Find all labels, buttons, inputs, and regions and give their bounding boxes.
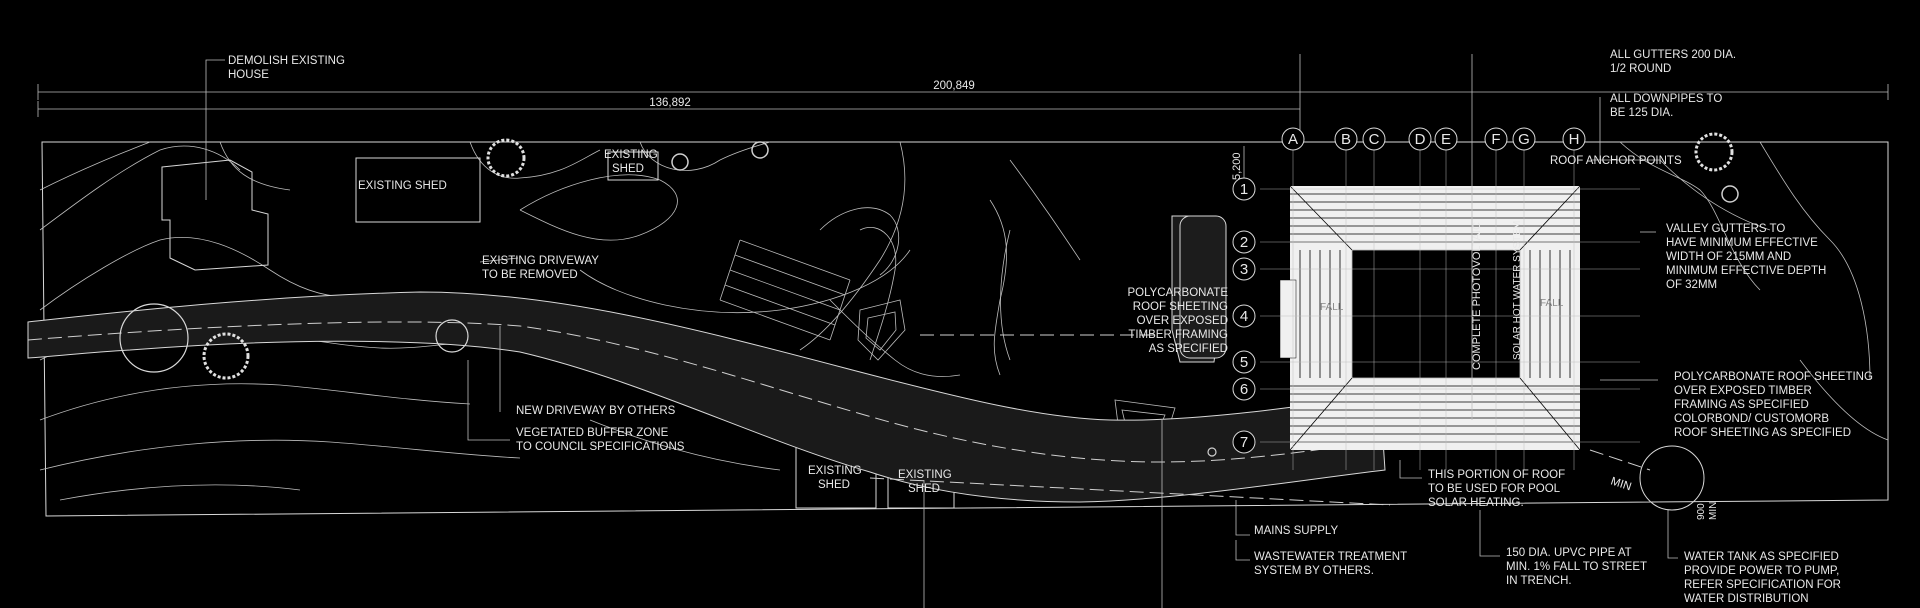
label-solar-3: SOLAR HEATING.: [1428, 497, 1524, 509]
grid-number-5: 5: [1240, 354, 1248, 371]
photovoltaic-label: COMPLETE PHOTOVOLTAIC: [1471, 222, 1483, 370]
grid-letter-h: H: [1569, 131, 1580, 148]
grid-number-7: 7: [1240, 434, 1248, 451]
label-downpipes-2: BE 125 DIA.: [1610, 107, 1673, 119]
label-buffer-zone-2: TO COUNCIL SPECIFICATIONS: [516, 441, 685, 453]
label-poly-right-4: COLORBOND/ CUSTOMORB: [1674, 413, 1829, 425]
label-valley-2: HAVE MINIMUM EFFECTIVE: [1666, 237, 1818, 249]
label-demolish-house-1: DEMOLISH EXISTING: [228, 55, 345, 67]
tree-symbols: [119, 132, 1739, 457]
polycarbonate-roof-left: [1179, 215, 1227, 359]
label-existing-driveway-2: TO BE REMOVED: [482, 269, 578, 281]
label-poly-right-2: OVER EXPOSED TIMBER: [1674, 385, 1812, 397]
label-tank-1: WATER TANK AS SPECIFIED: [1684, 551, 1839, 563]
existing-shed-outline: [355, 157, 481, 223]
label-poly-left-3: OVER EXPOSED: [1137, 315, 1228, 327]
grid-number-1: 1: [1240, 181, 1248, 198]
label-downpipes-1: ALL DOWNPIPES TO: [1610, 93, 1722, 105]
grid-letter-c: C: [1369, 131, 1380, 148]
label-demolish-house-2: HOUSE: [228, 69, 269, 81]
label-solar-1: THIS PORTION OF ROOF: [1428, 469, 1565, 481]
label-min: MIN: [1609, 475, 1633, 493]
dimension-grid-spacing: 5,200: [1231, 152, 1243, 180]
driveway-centreline: [27, 321, 1383, 463]
grid-letter-b: B: [1341, 131, 1351, 148]
label-wastewater-2: SYSTEM BY OTHERS.: [1254, 565, 1374, 577]
dimension-partial: 136,892: [649, 97, 691, 109]
label-mains-supply: MAINS SUPPLY: [1254, 525, 1338, 537]
label-poly-right-1: POLYCARBONATE ROOF SHEETING: [1674, 371, 1873, 383]
label-poly-right-5: ROOF SHEETING AS SPECIFIED: [1674, 427, 1851, 439]
downpipe-to-tank: [1589, 449, 1651, 471]
label-new-driveway: NEW DRIVEWAY BY OTHERS: [516, 405, 676, 417]
label-tank-3: REFER SPECIFICATION FOR: [1684, 579, 1841, 591]
grid-letter-a: A: [1288, 131, 1298, 148]
grid-letter-f: F: [1491, 131, 1500, 148]
label-min-vertical: MIN: [1708, 502, 1719, 520]
label-poly-left-1: POLYCARBONATE: [1127, 287, 1228, 299]
leader-lines: [205, 54, 1678, 608]
label-shed-lower-left-1: EXISTING: [808, 465, 862, 477]
label-poly-left-4: TIMBER FRAMING: [1128, 329, 1228, 341]
grid-letter-e: E: [1441, 131, 1451, 148]
fall-label-left: FALL: [1320, 302, 1344, 313]
label-shed-lower-right-1: EXISTING: [898, 469, 952, 481]
label-shed-lower-left-2: SHED: [818, 479, 850, 491]
grid-number-3: 3: [1240, 261, 1248, 278]
dimension-lines: [37, 54, 1889, 195]
label-existing-shed: EXISTING SHED: [358, 180, 447, 192]
grid-number-2: 2: [1240, 234, 1248, 251]
label-valley-1: VALLEY GUTTERS TO: [1666, 223, 1785, 235]
structural-grid-lines: [1260, 148, 1640, 470]
contour-lines: [39, 141, 1889, 501]
label-shed-lower-right-2: SHED: [908, 483, 940, 495]
building-roof: [1279, 185, 1581, 451]
label-existing-driveway-1: EXISTING DRIVEWAY: [482, 255, 599, 267]
water-tank: [1639, 445, 1705, 511]
label-buffer-zone-1: VEGETATED BUFFER ZONE: [516, 427, 669, 439]
label-pipe-2: MIN. 1% FALL TO STREET: [1506, 561, 1647, 573]
grid-number-4: 4: [1240, 308, 1248, 325]
grid-bubbles-letters: A B C D E F G H: [1281, 127, 1586, 151]
grid-number-6: 6: [1240, 381, 1248, 398]
dimension-overall: 200,849: [933, 80, 975, 92]
label-gutters-1: ALL GUTTERS 200 DIA.: [1610, 49, 1736, 61]
label-poly-left-2: ROOF SHEETING: [1133, 301, 1228, 313]
timber-deck-lines: [719, 239, 851, 341]
label-pipe-3: IN TRENCH.: [1506, 575, 1572, 587]
existing-shed-small-outline: [607, 151, 659, 181]
label-wastewater-1: WASTEWATER TREATMENT: [1254, 551, 1407, 563]
label-poly-right-3: FRAMING AS SPECIFIED: [1674, 399, 1809, 411]
label-poly-left-5: AS SPECIFIED: [1149, 343, 1228, 355]
grid-letter-g: G: [1518, 131, 1530, 148]
label-solar-2: TO BE USED FOR POOL: [1428, 483, 1561, 495]
property-dashed: [869, 477, 1391, 506]
label-roof-anchor: ROOF ANCHOR POINTS: [1550, 155, 1682, 167]
label-valley-5: OF 32MM: [1666, 279, 1717, 291]
label-tank-2: PROVIDE POWER TO PUMP,: [1684, 565, 1839, 577]
grid-bubbles-numbers: 1 2 3 4 5 6 7: [1232, 177, 1256, 454]
fall-label-right: FALL: [1540, 298, 1564, 309]
label-valley-4: MINIMUM EFFECTIVE DEPTH: [1666, 265, 1826, 277]
label-gutters-2: 1/2 ROUND: [1610, 63, 1671, 75]
site-boundary: [41, 141, 1889, 517]
label-valley-3: WIDTH OF 215MM AND: [1666, 251, 1791, 263]
label-existing-shed-top-1: EXISTING: [604, 149, 658, 161]
grid-letter-d: D: [1415, 131, 1426, 148]
label-tank-4: WATER DISTRIBUTION: [1684, 593, 1809, 605]
existing-house-outline: [161, 159, 269, 271]
solar-hot-water-label: SOLAR HOT WATER SYSTEM: [1512, 221, 1523, 360]
label-min-900: 900: [1696, 503, 1707, 520]
label-pipe-1: 150 DIA. UPVC PIPE AT: [1506, 547, 1632, 559]
label-existing-shed-top-2: SHED: [612, 163, 644, 175]
driveway: [27, 291, 1386, 503]
